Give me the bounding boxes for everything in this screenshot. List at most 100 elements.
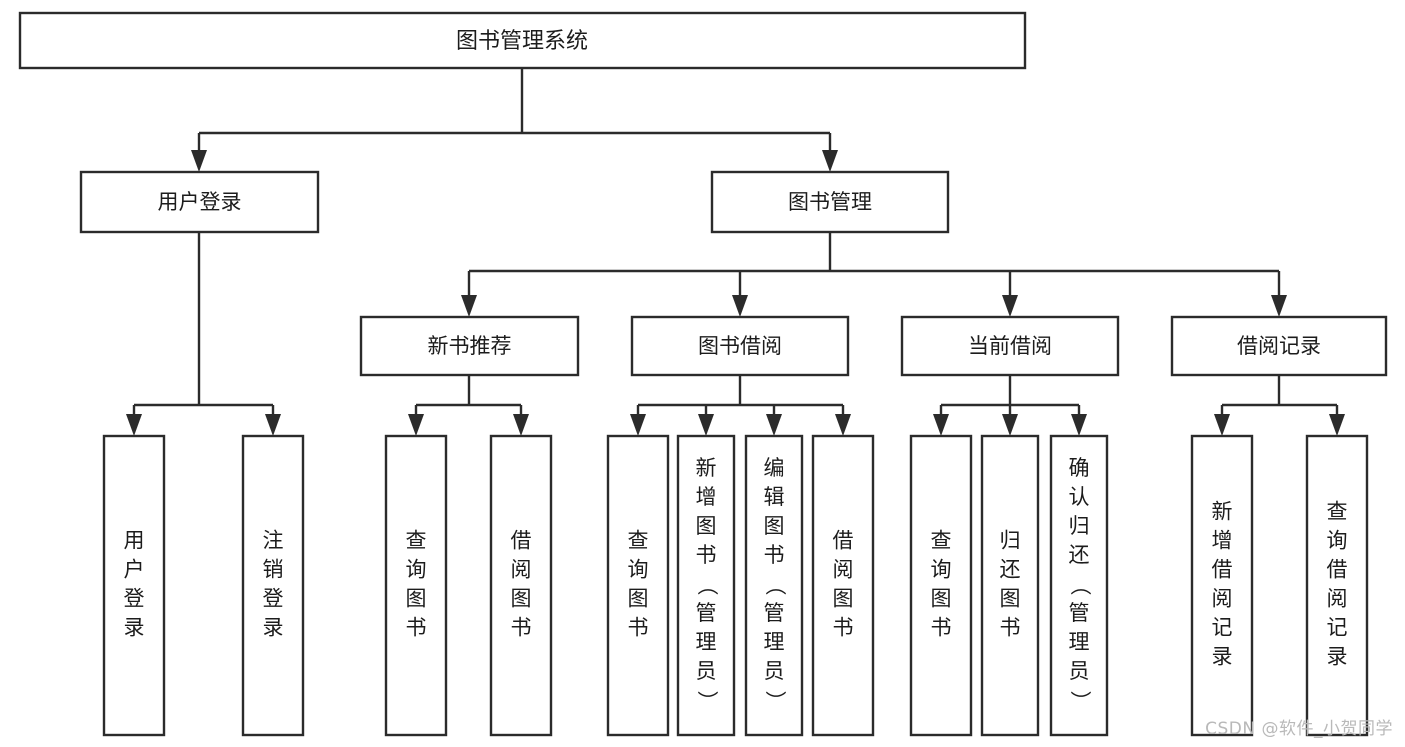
node-book-manage-box <box>710 170 950 234</box>
node-borrow-record: 借阅记录 <box>1170 315 1388 377</box>
svg-text:编: 编 <box>764 456 785 480</box>
svg-text:图: 图 <box>628 587 649 611</box>
leaf-borrow-book-1-box <box>489 434 553 737</box>
svg-text:借: 借 <box>1212 558 1233 582</box>
node-current-borrow-box <box>900 315 1120 377</box>
arrow-leaf-query-book-3 <box>933 414 949 436</box>
node-book-manage-label: 图书管理 <box>788 190 872 214</box>
svg-text:查: 查 <box>406 529 427 553</box>
arrow-current-borrow <box>1002 295 1018 317</box>
svg-text:阅: 阅 <box>1327 587 1348 611</box>
svg-text:书: 书 <box>511 616 532 640</box>
arrow-new-book-recommend <box>461 295 477 317</box>
svg-text:理: 理 <box>696 630 717 654</box>
arrow-leaf-add-record <box>1214 414 1230 436</box>
svg-text:增: 增 <box>696 485 717 509</box>
svg-text:户: 户 <box>124 558 145 582</box>
node-new-book-recommend-box <box>359 315 580 377</box>
arrow-leaf-query-book-2 <box>630 414 646 436</box>
svg-text:记: 记 <box>1212 616 1233 640</box>
svg-text:图: 图 <box>833 587 854 611</box>
svg-text:询: 询 <box>406 558 427 582</box>
svg-text:图: 图 <box>511 587 532 611</box>
svg-text:书: 书 <box>1000 616 1021 640</box>
leaf-query-book-1-box <box>384 434 448 737</box>
svg-text:（: （ <box>1068 575 1092 596</box>
svg-text:）: ） <box>763 691 787 712</box>
node-root: 图书管理系统 <box>18 11 1027 70</box>
svg-text:）: ） <box>1068 691 1092 712</box>
arrow-leaf-user-login <box>126 414 142 436</box>
svg-text:书: 书 <box>833 616 854 640</box>
leaf-add-record-box <box>1190 434 1254 737</box>
connector-book-borrow-to-leaves <box>630 375 851 436</box>
svg-text:管: 管 <box>696 601 717 625</box>
svg-text:新: 新 <box>696 456 717 480</box>
svg-text:还: 还 <box>1000 558 1021 582</box>
svg-text:还: 还 <box>1069 543 1090 567</box>
arrow-book-borrow <box>732 295 748 317</box>
arrow-leaf-borrow-book-1 <box>513 414 529 436</box>
svg-text:查: 查 <box>628 529 649 553</box>
arrow-leaf-confirm-return <box>1071 414 1087 436</box>
svg-text:借: 借 <box>833 529 854 553</box>
leaf-borrow-book-2-box <box>811 434 875 737</box>
arrow-leaf-user-logout <box>265 414 281 436</box>
svg-text:确: 确 <box>1069 456 1090 480</box>
leaf-query-book-2-box <box>606 434 670 737</box>
svg-text:阅: 阅 <box>1212 587 1233 611</box>
svg-text:归: 归 <box>1069 514 1090 538</box>
svg-text:录: 录 <box>1327 645 1348 669</box>
svg-text:（: （ <box>695 575 719 596</box>
svg-text:图: 图 <box>764 514 785 538</box>
leaf-user-login-label: 用户登录 <box>124 529 145 640</box>
svg-text:阅: 阅 <box>511 558 532 582</box>
node-root-label: 图书管理系统 <box>456 29 588 54</box>
node-borrow-record-label: 借阅记录 <box>1237 334 1321 358</box>
svg-text:登: 登 <box>263 587 284 611</box>
svg-text:阅: 阅 <box>833 558 854 582</box>
connector-user-login-to-leaves <box>126 232 281 436</box>
svg-text:查: 查 <box>1327 500 1348 524</box>
connector-root-to-level2 <box>191 68 838 172</box>
node-user-login: 用户登录 <box>79 170 320 234</box>
svg-text:书: 书 <box>764 543 785 567</box>
node-current-borrow-label: 当前借阅 <box>968 334 1052 358</box>
svg-text:记: 记 <box>1327 616 1348 640</box>
svg-text:管: 管 <box>764 601 785 625</box>
arrow-leaf-edit-book <box>766 414 782 436</box>
leaf-user-login: 用户登录 <box>102 434 166 737</box>
svg-text:图: 图 <box>931 587 952 611</box>
node-book-manage: 图书管理 <box>710 170 950 234</box>
svg-text:新: 新 <box>1212 500 1233 524</box>
svg-text:书: 书 <box>628 616 649 640</box>
svg-text:认: 认 <box>1069 485 1090 509</box>
svg-text:询: 询 <box>931 558 952 582</box>
arrow-borrow-record <box>1271 295 1287 317</box>
svg-text:注: 注 <box>263 529 284 553</box>
node-new-book-recommend-label: 新书推荐 <box>428 334 512 358</box>
svg-text:登: 登 <box>124 587 145 611</box>
node-user-login-label: 用户登录 <box>158 190 242 214</box>
svg-text:增: 增 <box>1212 529 1233 553</box>
svg-text:理: 理 <box>764 630 785 654</box>
svg-text:书: 书 <box>931 616 952 640</box>
